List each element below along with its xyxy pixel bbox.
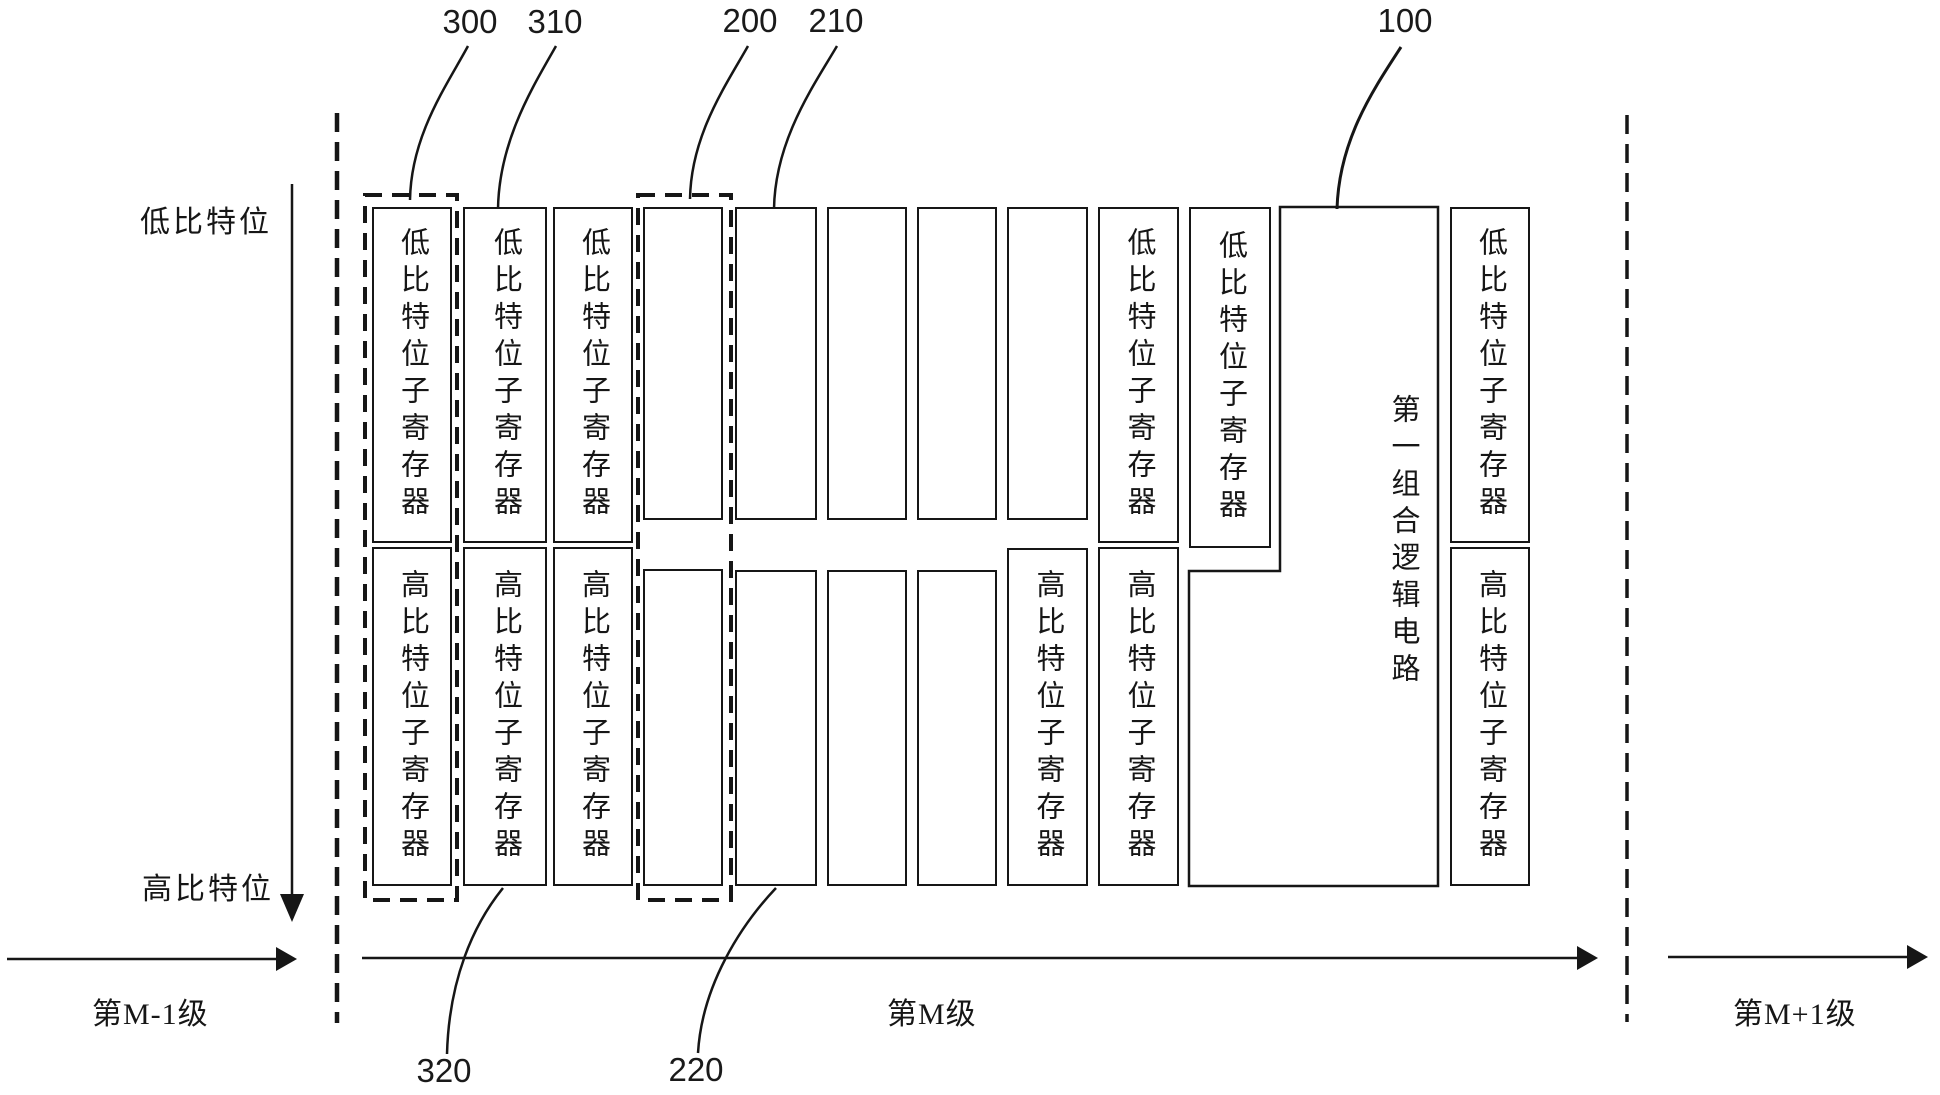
stage-label-m: 第M级 [887, 998, 977, 1031]
low-bit-sub-register-box: 低比特位子寄存器 [463, 207, 547, 543]
leader-100 [1335, 46, 1403, 210]
bit-order-arrow [280, 184, 304, 922]
low-bit-axis-label: 低比特位 [140, 206, 272, 239]
high-bit-sub-register-box: 高比特位子寄存器 [553, 547, 633, 886]
high-bit-sub-register-box: 高比特位子寄存器 [463, 547, 547, 886]
stage-current-arrow [362, 946, 1598, 970]
high-bit-sub-register-box: 高比特位子寄存器 [1007, 548, 1088, 886]
unlabeled-sub-register-box [917, 207, 997, 520]
unlabeled-sub-register-box [643, 207, 723, 520]
stage-label-m-plus-1: 第M+1级 [1733, 998, 1857, 1031]
unlabeled-sub-register-box [827, 570, 907, 886]
unlabeled-sub-register-box [643, 569, 723, 886]
high-bit-sub-register-label: 高比特位子寄存器 [396, 568, 429, 865]
low-bit-sub-register-label: 低比特位子寄存器 [577, 227, 610, 523]
high-bit-sub-register-label: 高比特位子寄存器 [1123, 568, 1155, 865]
high-bit-sub-register-label: 高比特位子寄存器 [577, 568, 610, 865]
low-bit-sub-register-label: 低比特位子寄存器 [1214, 229, 1247, 526]
low-bit-sub-register-box: 低比特位子寄存器 [1189, 207, 1271, 548]
leader-320 [445, 887, 504, 1055]
low-bit-sub-register-box: 低比特位子寄存器 [372, 207, 452, 543]
stage-prev-arrowhead-icon [276, 947, 297, 971]
logic-circuit-block [1187, 205, 1440, 888]
unlabeled-sub-register-box [827, 207, 907, 520]
stage-next-arrowhead-icon [1907, 945, 1928, 969]
high-bit-sub-register-label: 高比特位子寄存器 [1032, 569, 1064, 865]
leader-310 [496, 45, 558, 210]
high-bit-sub-register-box: 高比特位子寄存器 [372, 547, 452, 886]
unlabeled-sub-register-box [735, 570, 817, 886]
leader-220 [696, 887, 777, 1054]
high-bit-sub-register-label: 高比特位子寄存器 [489, 568, 522, 865]
low-bit-sub-register-label: 低比特位子寄存器 [489, 227, 522, 523]
low-bit-sub-register-box: 低比特位子寄存器 [1098, 207, 1179, 543]
unlabeled-sub-register-box [1007, 207, 1088, 520]
register-group-200-outline [636, 193, 733, 902]
high-bit-sub-register-box: 高比特位子寄存器 [1098, 547, 1179, 886]
logic-circuit-label: 第一组合逻辑电路 [1387, 394, 1419, 690]
high-bit-sub-register-box: 高比特位子寄存器 [1450, 547, 1530, 886]
leader-200 [688, 45, 750, 200]
stage-prev-arrow [7, 947, 297, 971]
ref-label-220: 220 [668, 1051, 724, 1088]
bit-order-arrowhead-icon [280, 894, 304, 922]
ref-label-320: 320 [416, 1052, 472, 1089]
ref-label-300: 300 [442, 3, 498, 40]
ref-label-210: 210 [808, 2, 864, 39]
stage-next-arrow [1668, 945, 1928, 969]
register-group-300-outline [363, 193, 459, 902]
low-bit-sub-register-label: 低比特位子寄存器 [1474, 227, 1507, 523]
high-bit-axis-label: 高比特位 [142, 873, 274, 906]
low-bit-sub-register-label: 低比特位子寄存器 [1123, 227, 1155, 523]
ref-label-310: 310 [527, 3, 583, 40]
low-bit-sub-register-box: 低比特位子寄存器 [553, 207, 633, 543]
low-bit-sub-register-box: 低比特位子寄存器 [1450, 207, 1530, 543]
ref-label-100: 100 [1377, 2, 1433, 39]
unlabeled-sub-register-box [917, 570, 997, 886]
low-bit-sub-register-label: 低比特位子寄存器 [396, 227, 429, 523]
leader-210 [772, 45, 839, 210]
stage-current-arrowhead-icon [1577, 946, 1598, 970]
leader-300 [408, 45, 470, 201]
stage-label-m-minus-1: 第M-1级 [92, 998, 209, 1031]
high-bit-sub-register-label: 高比特位子寄存器 [1474, 568, 1507, 865]
ref-label-200: 200 [722, 2, 778, 39]
unlabeled-sub-register-box [735, 207, 817, 520]
